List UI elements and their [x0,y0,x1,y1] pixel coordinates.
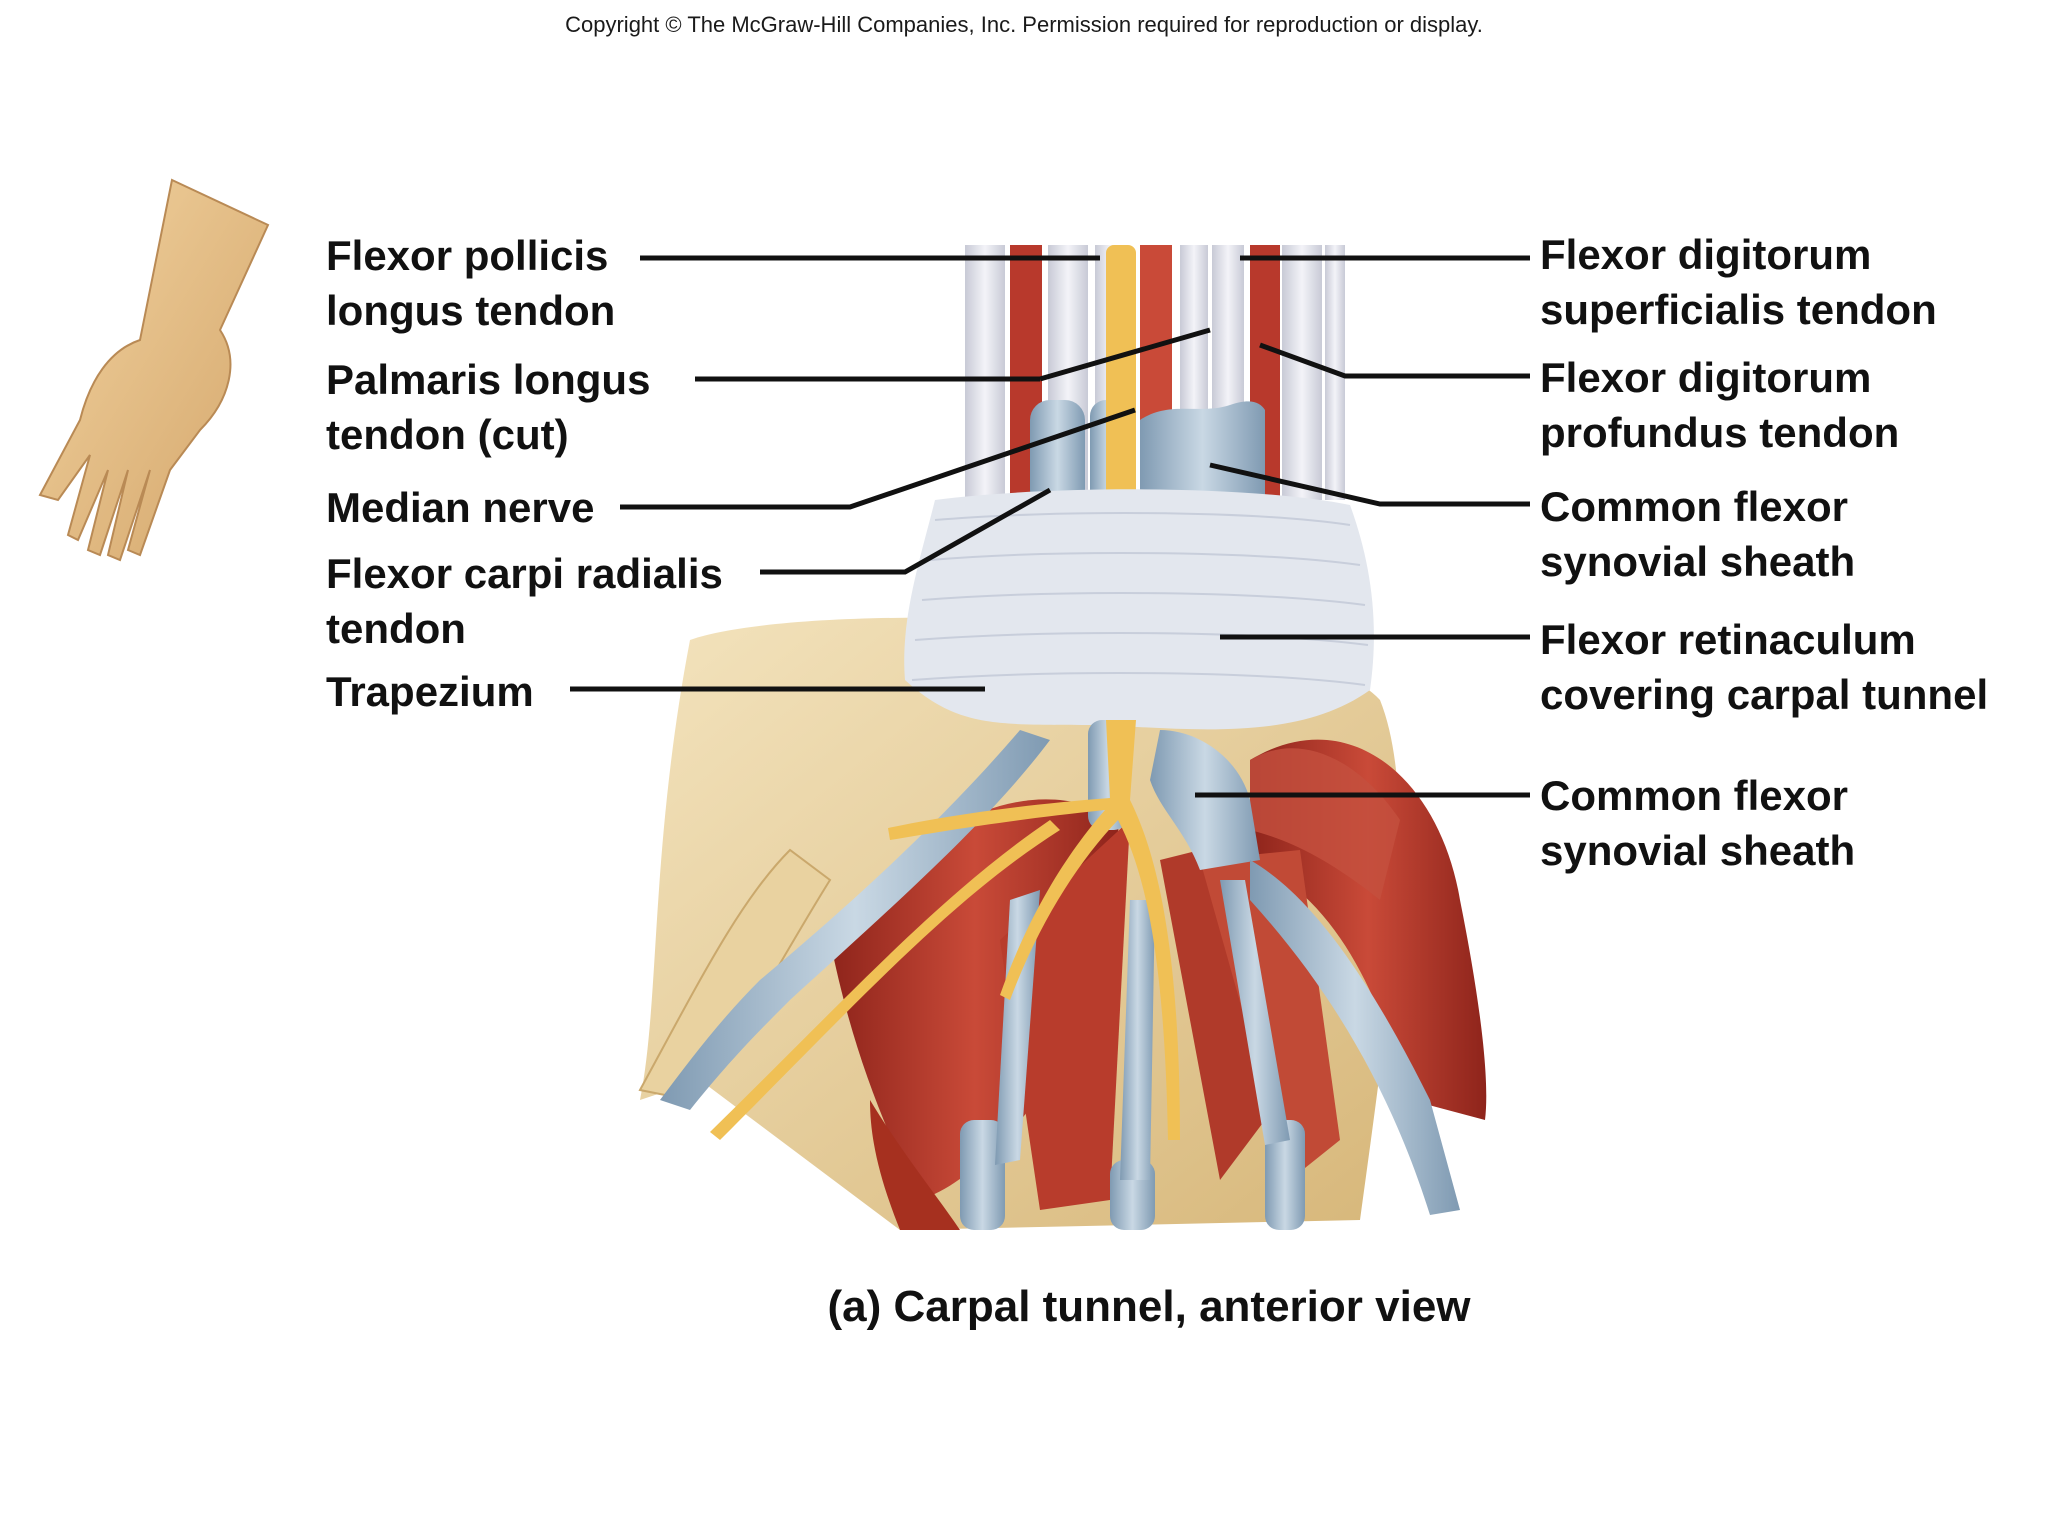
label-line: profundus tendon [1540,409,1900,456]
label-line: Median nerve [326,484,595,531]
label-line: tendon (cut) [326,411,569,458]
label-line: tendon [326,605,466,652]
leader-fcr [760,487,1052,575]
label-flexor-digitorum-superficialis-tendon: Flexor digitorum superficialis tendon [1540,227,1937,337]
label-line: superficialis tendon [1540,286,1937,333]
label-flexor-pollicis-longus-tendon: Flexor pollicis longus tendon [326,228,615,338]
label-common-flexor-synovial-sheath-lower: Common flexor synovial sheath [1540,768,1855,878]
label-line: synovial sheath [1540,538,1856,585]
label-line: longus tendon [326,287,616,334]
label-line: covering carpal tunnel [1540,671,1989,718]
label-trapezium: Trapezium [326,664,534,719]
label-line: Flexor carpi radialis [326,550,723,597]
label-median-nerve: Median nerve [326,480,594,535]
label-line: Common flexor [1540,772,1849,819]
flexor-retinaculum [904,489,1374,730]
label-common-flexor-synovial-sheath-upper: Common flexor synovial sheath [1540,479,1855,589]
label-flexor-digitorum-profundus-tendon: Flexor digitorum profundus tendon [1540,350,1899,460]
label-flexor-retinaculum: Flexor retinaculum covering carpal tunne… [1540,612,1988,722]
figure-caption: (a) Carpal tunnel, anterior view [827,1282,1471,1331]
leader-cfs1 [1209,462,1530,507]
label-line: Flexor pollicis [326,232,609,279]
label-line: Common flexor [1540,483,1849,530]
hand-orientation-thumbnail [38,178,270,562]
label-line: synovial sheath [1540,827,1856,874]
leader-median-nerve [620,407,1136,510]
copyright-notice: Copyright © The McGraw-Hill Companies, I… [565,12,1483,37]
label-line: Flexor retinaculum [1540,616,1916,663]
label-line: Flexor digitorum [1540,231,1872,278]
label-flexor-carpi-radialis-tendon: Flexor carpi radialis tendon [326,546,723,656]
label-line: Palmaris longus [326,356,651,403]
palm-tendons [660,720,1460,1230]
label-line: Trapezium [326,668,534,715]
leader-lines [570,255,1530,798]
leader-fdp [1259,342,1530,379]
label-line: Flexor digitorum [1540,354,1872,401]
leader-pl-angle [1039,327,1211,382]
label-palmaris-longus-tendon: Palmaris longus tendon (cut) [326,352,650,462]
